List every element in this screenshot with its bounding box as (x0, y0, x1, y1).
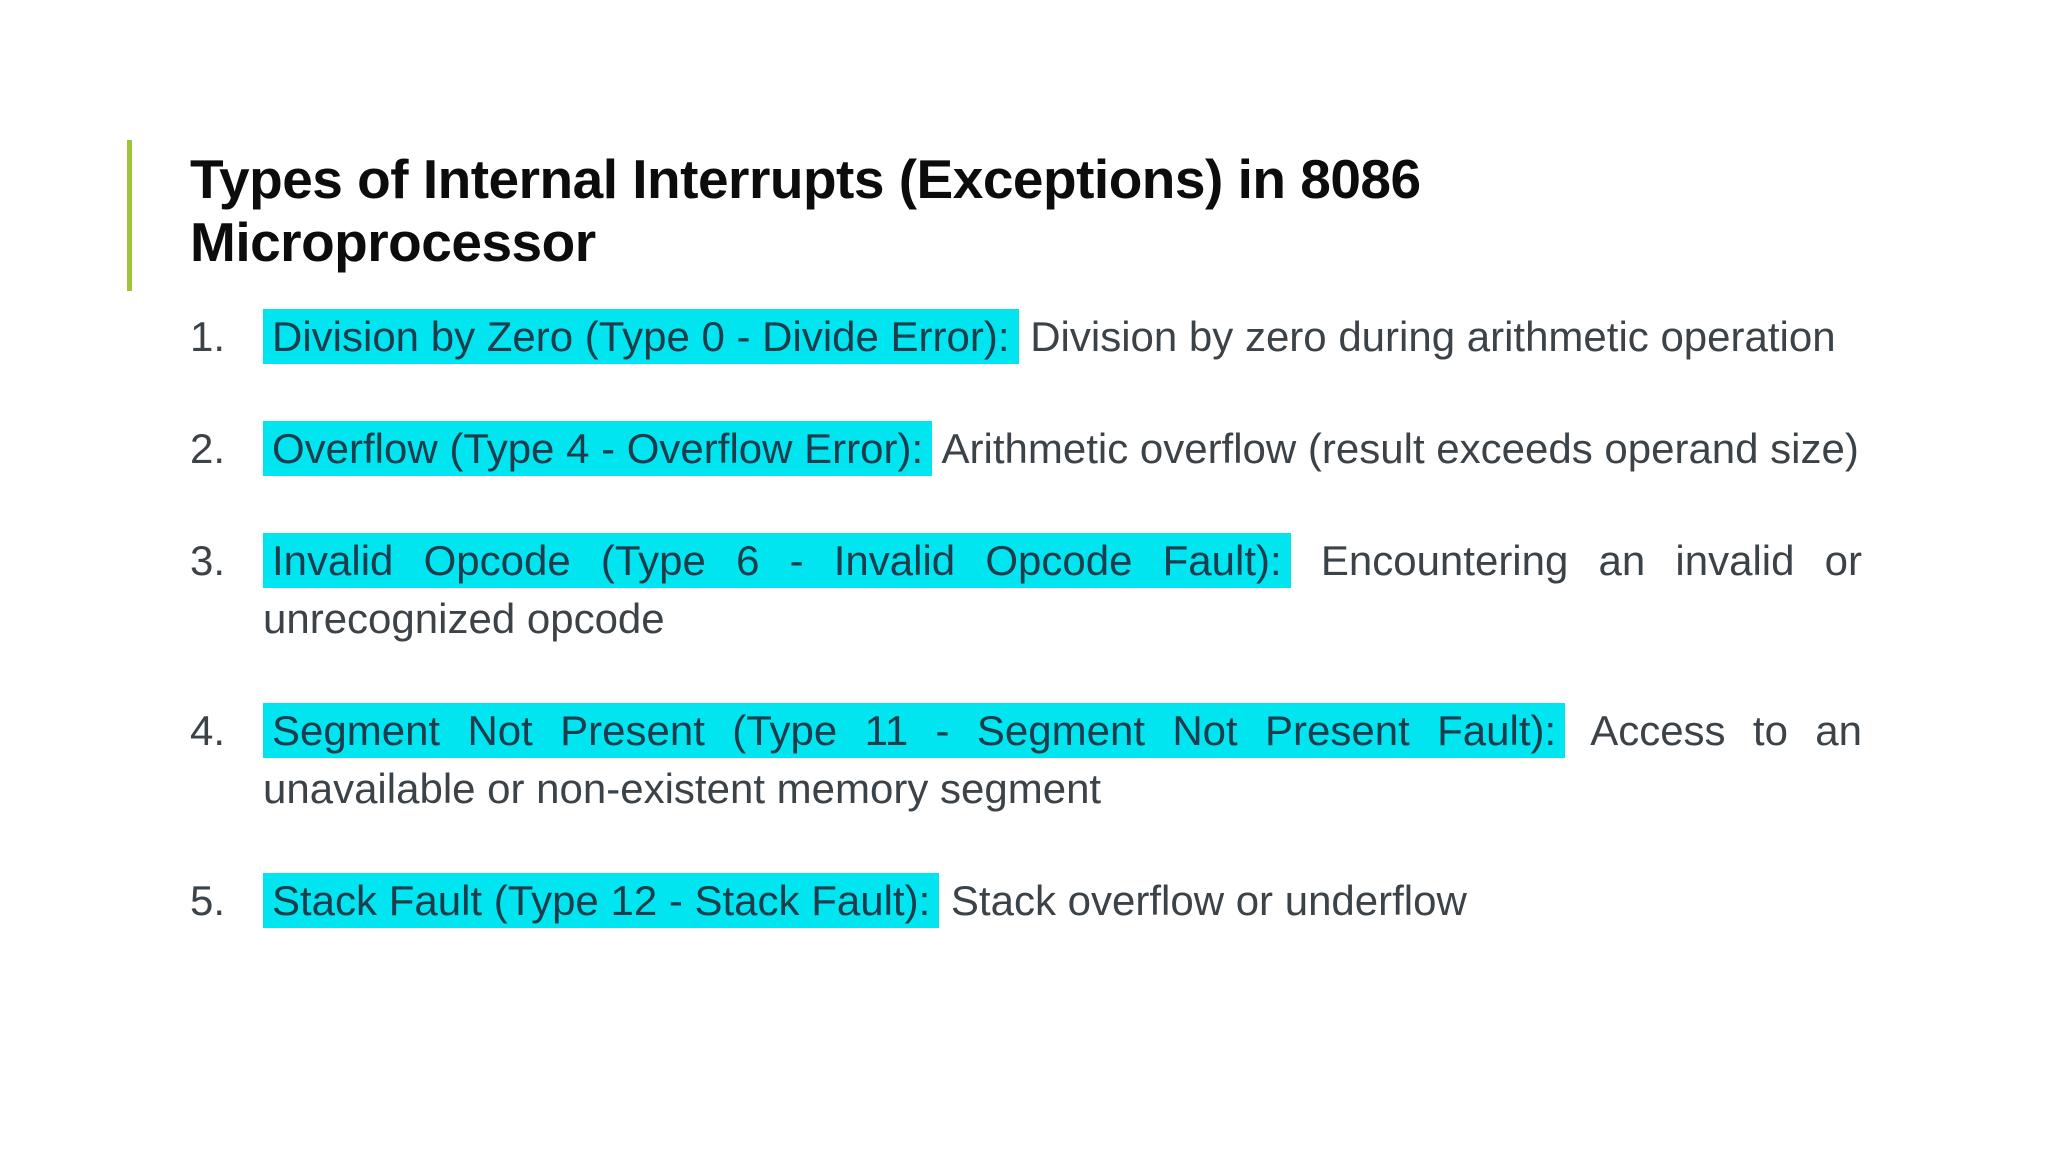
list-item-highlight: Invalid Opcode (Type 6 - Invalid Opcode … (263, 533, 1291, 588)
list-item: 3. Invalid Opcode (Type 6 - Invalid Opco… (190, 532, 1862, 648)
list-item: 1. Division by Zero (Type 0 - Divide Err… (190, 308, 1862, 366)
list-item-highlight: Stack Fault (Type 12 - Stack Fault): (263, 873, 940, 928)
list-item-number: 4. (190, 707, 226, 754)
list-item-description: Access to an unavailable or non-existent… (263, 707, 1862, 812)
list-item-number: 2. (190, 425, 226, 472)
list-item-text: Division by Zero (Type 0 - Divide Error)… (263, 308, 1862, 366)
list-item-text: Stack Fault (Type 12 - Stack Fault): Sta… (263, 872, 1862, 930)
list-item-description: Division by zero during arithmetic opera… (1030, 313, 1836, 360)
list-item: 4. Segment Not Present (Type 11 - Segmen… (190, 702, 1862, 818)
slide-title: Types of Internal Interrupts (Exceptions… (190, 148, 1421, 273)
list-item-number: 3. (190, 537, 226, 584)
list-item-number: 1. (190, 313, 226, 360)
list-item: 2. Overflow (Type 4 - Overflow Error): A… (190, 420, 1862, 478)
list-item-description: Arithmetic overflow (result exceeds oper… (941, 425, 1859, 472)
list-item-description: Encountering an invalid or unrecognized … (263, 537, 1863, 642)
list-item-highlight: Overflow (Type 4 - Overflow Error): (263, 421, 933, 476)
list-item-highlight: Division by Zero (Type 0 - Divide Error)… (263, 309, 1019, 364)
list-item-text: Invalid Opcode (Type 6 - Invalid Opcode … (263, 532, 1862, 648)
list-item: 5. Stack Fault (Type 12 - Stack Fault): … (190, 872, 1862, 930)
list-item-highlight: Segment Not Present (Type 11 - Segment N… (263, 703, 1566, 758)
list-item-text: Segment Not Present (Type 11 - Segment N… (263, 702, 1862, 818)
list-item-description: Stack overflow or underflow (950, 877, 1467, 924)
title-accent-bar (127, 140, 132, 291)
interrupt-types-list: 1. Division by Zero (Type 0 - Divide Err… (190, 308, 1862, 930)
list-item-number: 5. (190, 877, 226, 924)
list-item-text: Overflow (Type 4 - Overflow Error): Arit… (263, 420, 1862, 478)
